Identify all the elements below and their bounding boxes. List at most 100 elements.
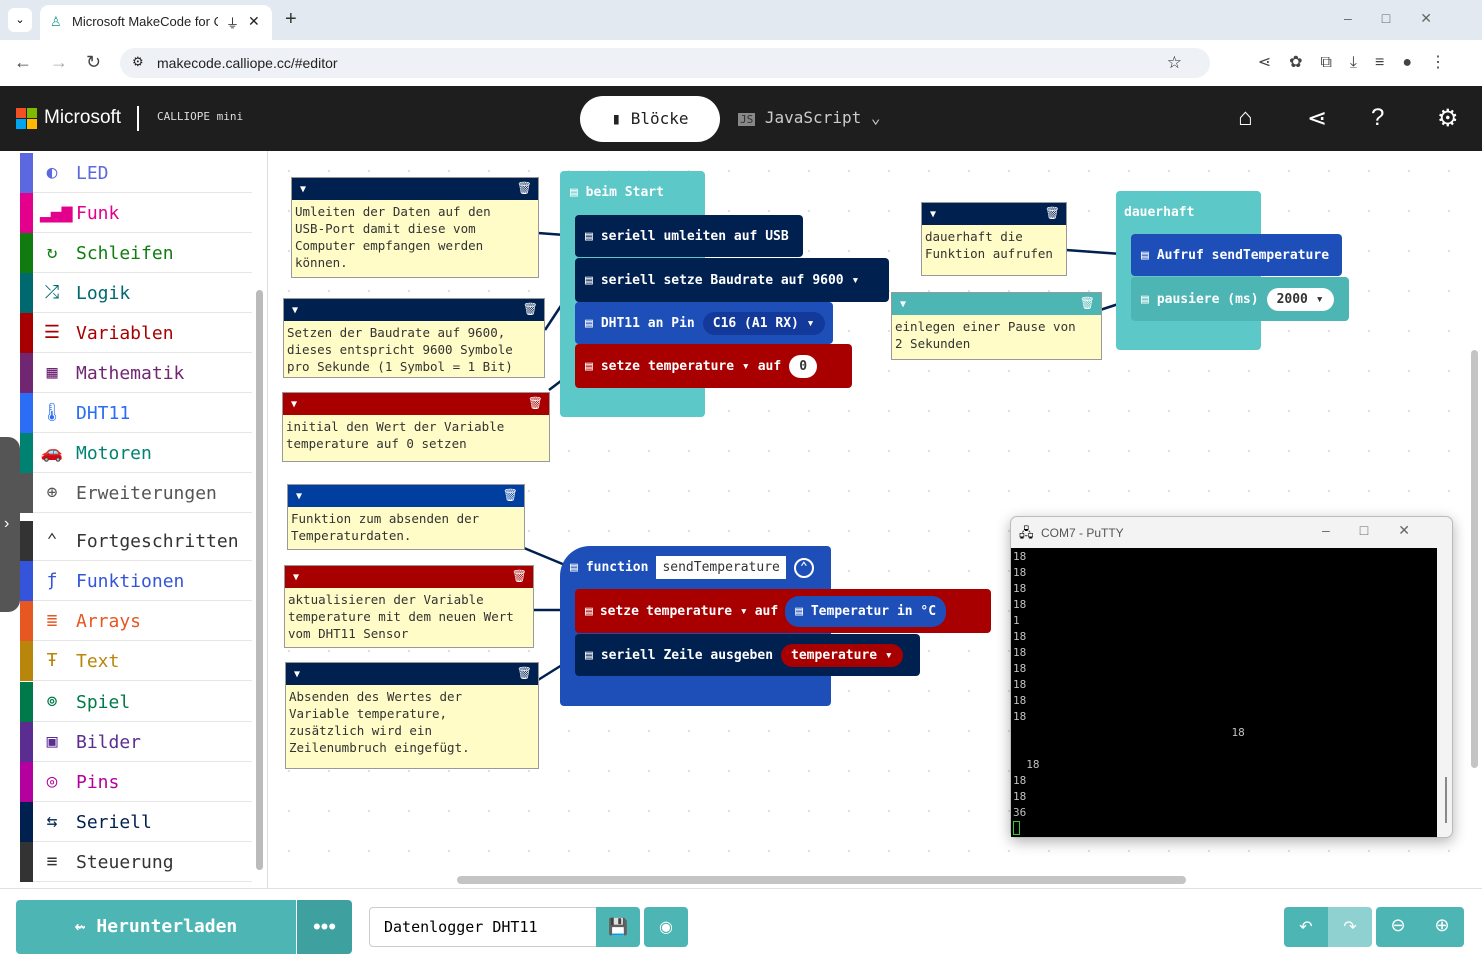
toolbox-category-seriell[interactable]: ⇆Seriell xyxy=(20,802,252,843)
comment-function[interactable]: ▼🗑Funktion zum absenden der Temperaturda… xyxy=(287,484,525,550)
forever-label: dauerhaft xyxy=(1124,205,1195,220)
calliope-logo-text[interactable]: CALLIOPE mini xyxy=(157,110,244,123)
download-button[interactable]: ⇜ Herunterladen xyxy=(16,900,296,954)
toolbox-category-steuerung[interactable]: ≡Steuerung xyxy=(20,842,252,883)
toolbox-category-funk[interactable]: ▂▄▆Funk xyxy=(20,193,252,233)
bookmark-star-icon[interactable]: ☆ xyxy=(1166,53,1182,72)
home-icon[interactable]: ⌂ xyxy=(1238,104,1253,131)
comment-text[interactable]: aktualisieren der Variable temperature m… xyxy=(288,592,514,641)
pause-dropdown[interactable]: 2000 ▾ xyxy=(1266,287,1334,311)
delete-comment-icon[interactable]: 🗑 xyxy=(502,488,518,502)
comment-redirect[interactable]: ▼🗑Umleiten der Daten auf den USB-Port da… xyxy=(291,177,539,278)
putty-window[interactable]: 🖧 COM7 - PuTTY –□✕ 18 18 18 18 1 18 18 1… xyxy=(1010,516,1453,838)
project-name-input[interactable]: Datenlogger DHT11 xyxy=(369,907,597,947)
serial-redirect-block[interactable]: ▤ seriell umleiten auf USB xyxy=(575,215,803,257)
browser-tab[interactable]: ♙ Microsoft MakeCode for Calliope mini ⏚… xyxy=(40,5,272,40)
redo-icon[interactable]: ↷ xyxy=(1328,907,1372,947)
toolbox-category-led[interactable]: ◐LED xyxy=(20,153,252,193)
zoom-out-icon[interactable]: ⊖ xyxy=(1376,907,1420,947)
comment-pause[interactable]: ▼🗑einlegen einer Pause von 2 Sekunden xyxy=(891,292,1102,360)
undo-icon[interactable]: ↶ xyxy=(1284,907,1328,947)
workspace-vscroll[interactable] xyxy=(1471,350,1478,768)
variable-dropdown[interactable]: temperature ▾ xyxy=(647,358,750,374)
toolbox-category-mathematik[interactable]: ▦Mathematik xyxy=(20,353,252,393)
delete-comment-icon[interactable]: 🗑 xyxy=(1044,206,1060,220)
toolbox-category-arrays[interactable]: ≣Arrays xyxy=(20,601,252,642)
window-controls[interactable]: –□✕ xyxy=(1344,10,1462,26)
toolbox-category-bilder[interactable]: ▣Bilder xyxy=(20,721,252,762)
putty-scrollbar[interactable] xyxy=(1445,777,1447,823)
help-icon[interactable]: ? xyxy=(1371,104,1385,131)
toolbox-category-variablen[interactable]: ☰Variablen xyxy=(20,313,252,353)
terminal-output[interactable]: 18 18 18 18 1 18 18 18 18 18 18 18 18 18… xyxy=(1011,548,1437,837)
toolbox-category-erweiterungen[interactable]: ⊕Erweiterungen xyxy=(20,473,252,513)
blocks-mode-button[interactable]: ▮ Blöcke xyxy=(580,96,720,142)
comment-send[interactable]: ▼🗑Absenden des Wertes der Variable tempe… xyxy=(285,662,539,769)
call-function-block[interactable]: ▤ Aufruf sendTemperature xyxy=(1131,234,1342,276)
javascript-mode-button[interactable]: JS JavaScript ⌄ xyxy=(738,108,881,127)
category-icon: ⌃ xyxy=(46,529,58,551)
comment-text[interactable]: Setzen der Baudrate auf 9600, dieses ent… xyxy=(287,325,513,374)
toolbox-category-motoren[interactable]: 🚗Motoren xyxy=(20,433,252,473)
comment-baud[interactable]: ▼🗑Setzen der Baudrate auf 9600, dieses e… xyxy=(283,298,545,378)
toolbox-category-pins[interactable]: ◎Pins xyxy=(20,762,252,802)
pause-block[interactable]: ▤ pausiere (ms)2000 ▾ xyxy=(1131,277,1349,321)
collapse-icon[interactable]: ⌃ xyxy=(793,557,814,578)
back-icon[interactable]: ← xyxy=(14,52,32,72)
comment-text[interactable]: dauerhaft die Funktion aufrufen xyxy=(925,229,1053,261)
delete-comment-icon[interactable]: 🗑 xyxy=(522,302,538,316)
putty-window-controls[interactable]: –□✕ xyxy=(1322,522,1440,538)
toolbox-scrollbar[interactable] xyxy=(256,290,263,870)
delete-comment-icon[interactable]: 🗑 xyxy=(516,666,532,680)
more-options-button[interactable]: ••• xyxy=(297,900,352,954)
comment-init-temp[interactable]: ▼🗑initial den Wert der Variable temperat… xyxy=(282,392,550,462)
tab-list-button[interactable]: ⌄ xyxy=(8,8,32,32)
github-icon[interactable]: ◉ xyxy=(644,907,688,947)
delete-comment-icon[interactable]: 🗑 xyxy=(1079,296,1095,310)
new-tab-button[interactable]: + xyxy=(285,8,297,30)
close-tab-icon[interactable]: ✕ xyxy=(248,13,260,29)
toolbox-category-logik[interactable]: ⤮Logik xyxy=(20,273,252,313)
comment-text[interactable]: initial den Wert der Variable temperatur… xyxy=(286,419,505,451)
comment-text[interactable]: Funktion zum absenden der Temperaturdate… xyxy=(291,511,480,543)
delete-comment-icon[interactable]: 🗑 xyxy=(511,569,527,583)
zoom-in-icon[interactable]: ⊕ xyxy=(1420,907,1464,947)
toolbox-category-schleifen[interactable]: ↻Schleifen xyxy=(20,233,252,273)
forward-icon[interactable]: → xyxy=(50,52,68,72)
delete-comment-icon[interactable]: 🗑 xyxy=(527,396,543,410)
baud-dropdown[interactable]: 9600 ▾ xyxy=(812,272,860,288)
toolbox-category-fortgeschritten[interactable]: ⌃Fortgeschritten xyxy=(20,520,252,561)
temperature-variable[interactable]: temperature ▾ xyxy=(781,643,903,667)
url-field[interactable]: ⚙makecode.calliope.cc/#editor☆ xyxy=(120,48,1210,78)
toolbox-category-dht11[interactable]: 🌡DHT11 xyxy=(20,393,252,433)
site-settings-icon[interactable]: ⚙ xyxy=(132,54,144,69)
save-icon[interactable]: 💾 xyxy=(596,907,640,947)
function-name-input[interactable]: sendTemperature xyxy=(656,556,786,579)
toolbox-category-spiel[interactable]: ⊚Spiel xyxy=(20,681,252,722)
reload-icon[interactable]: ↻ xyxy=(86,52,102,72)
workspace-hscroll[interactable] xyxy=(457,876,1186,884)
temperature-reporter[interactable]: ▤ Temperatur in °C xyxy=(785,595,947,627)
comment-update-temp[interactable]: ▼🗑aktualisieren der Variable temperature… xyxy=(284,565,534,648)
comment-text[interactable]: Absenden des Wertes der Variable tempera… xyxy=(289,689,470,755)
category-label: LED xyxy=(76,163,109,184)
browser-toolbar-icons[interactable]: ⋖✿⧉⤓≡●⋮ xyxy=(1257,54,1464,71)
microsoft-brand[interactable]: Microsoft xyxy=(44,107,122,128)
value-input[interactable]: 0 xyxy=(789,354,818,378)
settings-gear-icon[interactable]: ⚙ xyxy=(1437,105,1459,132)
comment-text[interactable]: Umleiten der Daten auf den USB-Port dami… xyxy=(295,204,491,270)
variable-dropdown[interactable]: temperature ▾ xyxy=(645,603,748,619)
simulator-toggle[interactable]: › xyxy=(0,437,20,612)
comment-text[interactable]: einlegen einer Pause von 2 Sekunden xyxy=(895,319,1076,351)
share-icon[interactable]: ⋖ xyxy=(1307,105,1328,132)
delete-comment-icon[interactable]: 🗑 xyxy=(516,181,532,195)
comment-forever[interactable]: ▼🗑dauerhaft die Funktion aufrufen xyxy=(921,202,1067,276)
pin-dropdown[interactable]: C16 (A1 RX) ▾ xyxy=(702,311,825,335)
